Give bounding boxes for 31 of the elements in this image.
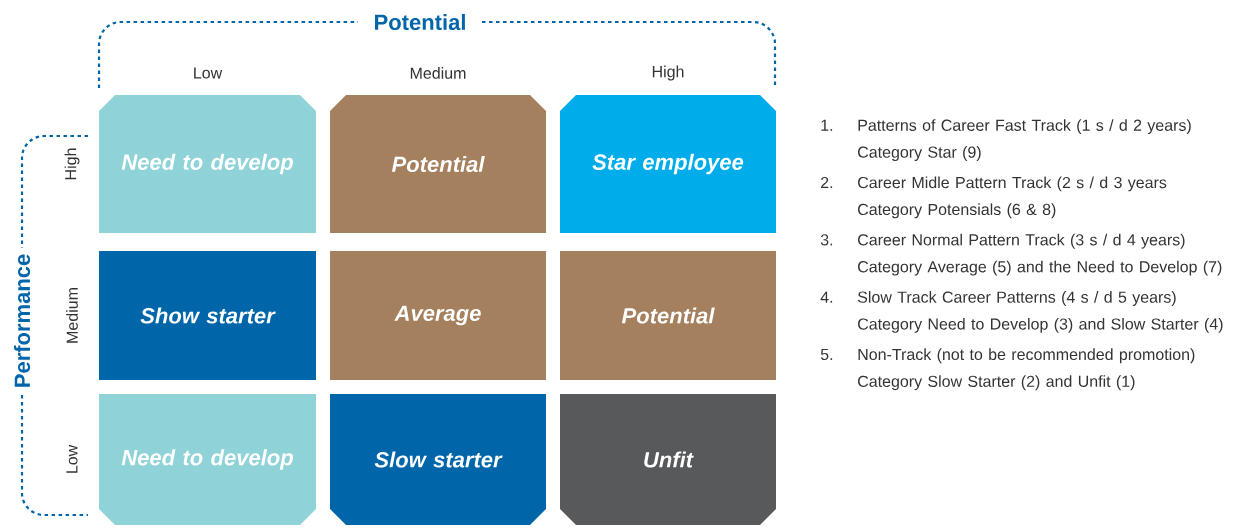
list-text: Category Average (5) and the Need to Develop (7) — [858, 260, 1222, 276]
axis-label: High — [64, 148, 80, 180]
list-number: 2. — [821, 176, 833, 189]
list-text: Category Need to Develop (3) and Slow Starter (4) — [858, 317, 1223, 333]
grid-cell: Need to develop — [99, 95, 316, 233]
grid-cell: Average — [330, 251, 546, 380]
axis-title: Performance — [10, 250, 34, 392]
list-number: 3. — [820, 234, 833, 246]
grid-cell: Slow starter — [330, 394, 546, 525]
axis-label: Low — [66, 444, 78, 473]
list-text: Non-Track (not to be recommended promotion) — [858, 348, 1195, 364]
list-text: Category Star (9) — [858, 146, 981, 161]
grid-cell: Potential — [330, 95, 546, 233]
list-number: 4. — [820, 291, 833, 303]
grid-cell: Need to develop — [99, 394, 316, 525]
list-text: Category Slow Starter (2) and Unfit (1) — [858, 375, 1135, 391]
list-text: Category Potensials (6 & 8) — [858, 203, 1056, 219]
grid-cell: Potential — [560, 251, 776, 380]
list-text: Patterns of Career Fast Track (1 s / d 2 years) — [858, 119, 1191, 135]
list-text: Career Midle Pattern Track (2 s / d 3 years — [858, 176, 1167, 192]
list-number: 1. — [821, 119, 833, 131]
list-text: Career Normal Pattern Track (3 s / d 4 years) — [858, 233, 1185, 249]
axis-label: Medium — [66, 288, 78, 343]
grid-cell: Unfit — [560, 394, 776, 525]
axis-label: Low — [194, 67, 223, 79]
grid-cell: Star employee — [560, 95, 776, 233]
list-text: Slow Track Career Patterns (4 s / d 5 years) — [857, 291, 1176, 306]
axis-title: Potential — [370, 10, 470, 34]
axis-label: Medium — [410, 67, 466, 79]
grid-cell: Show starter — [99, 251, 316, 380]
list-number: 5. — [820, 348, 833, 361]
